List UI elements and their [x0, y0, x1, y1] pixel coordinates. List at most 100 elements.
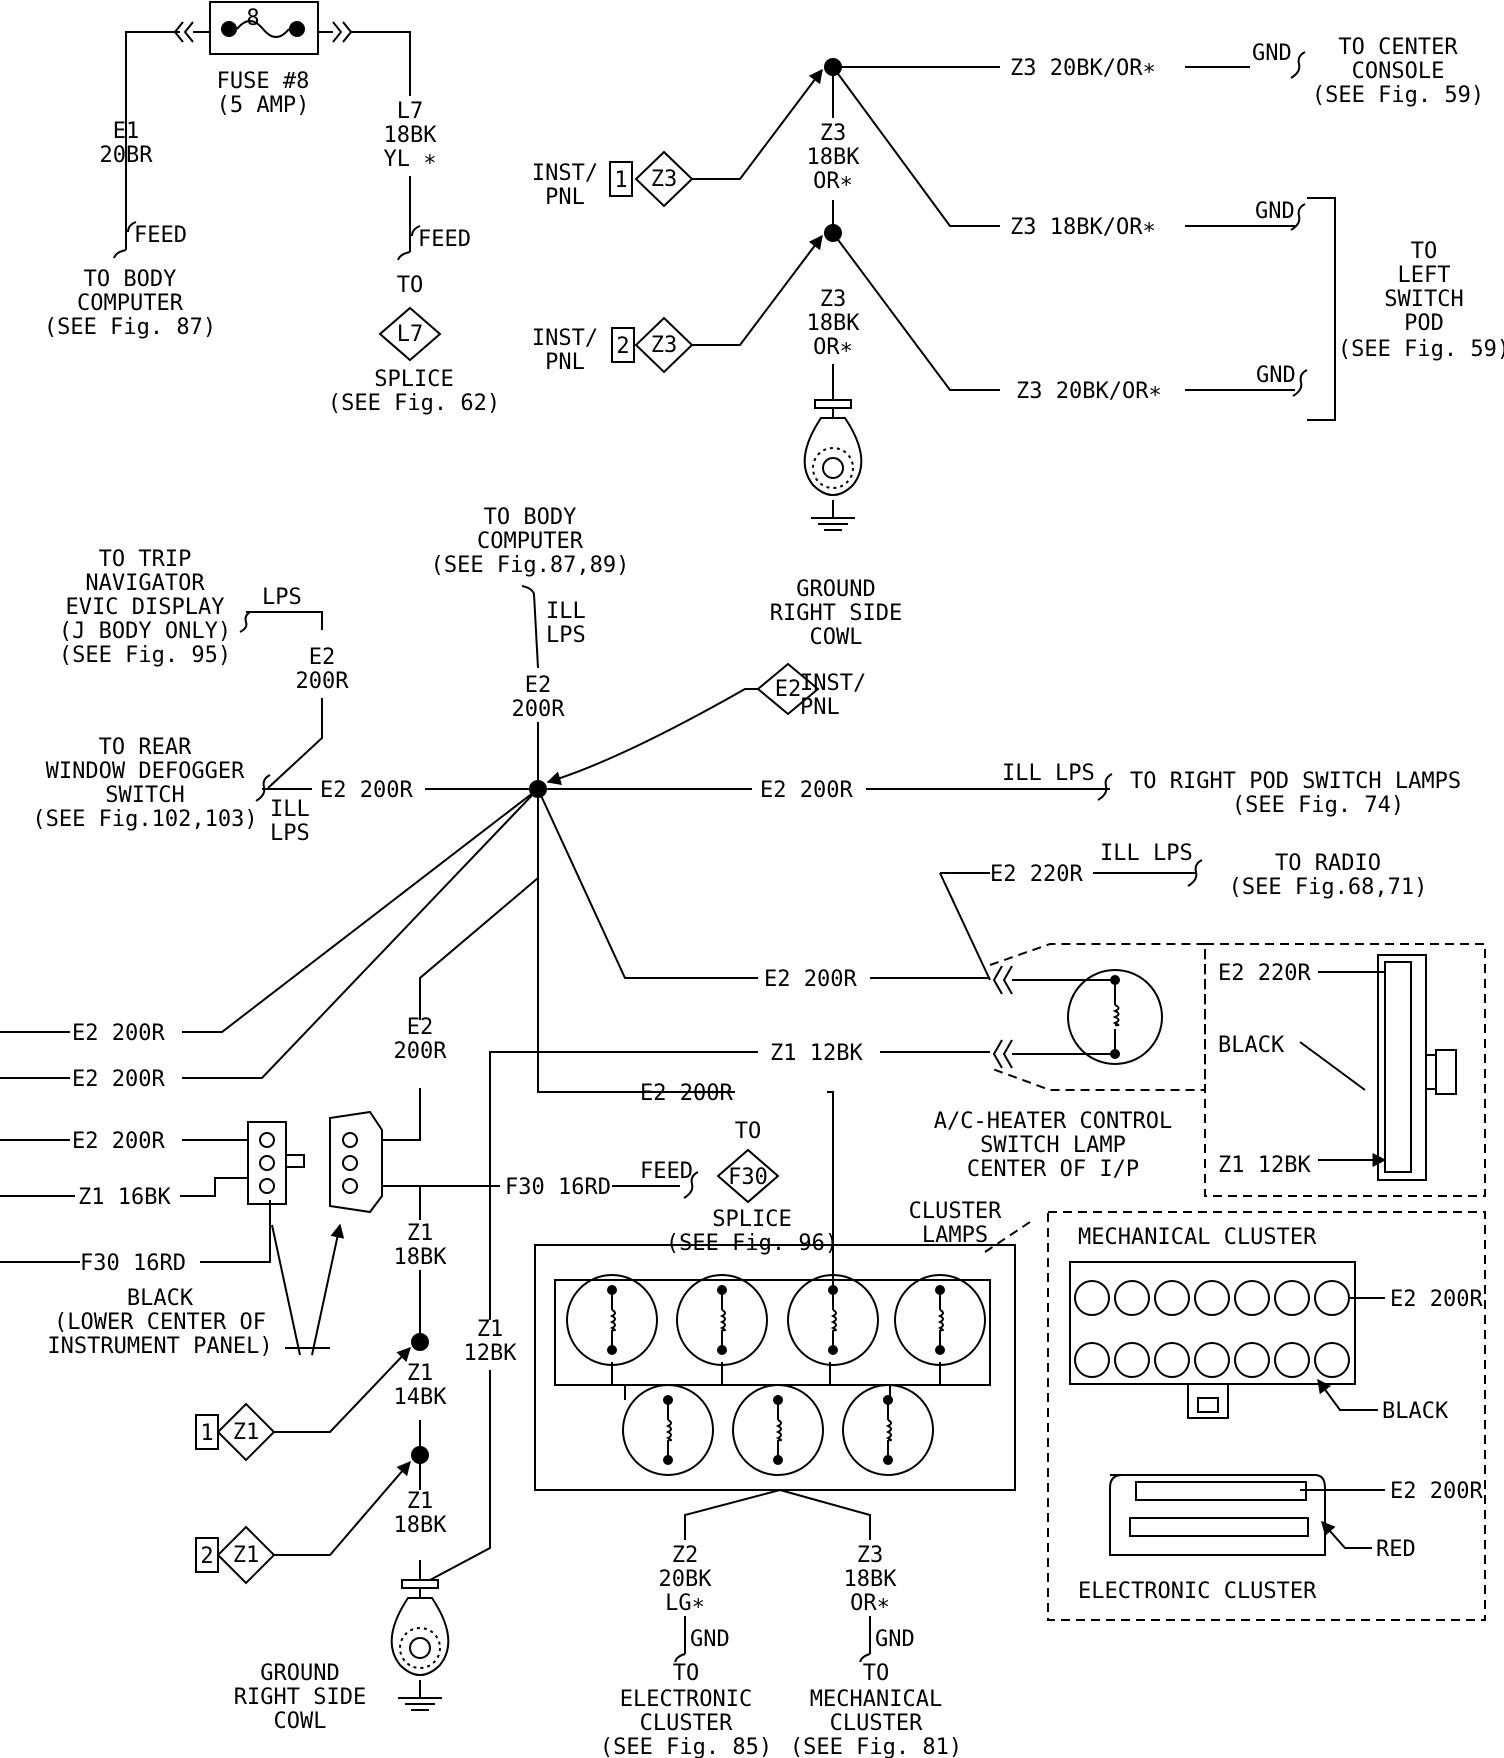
trip-nav-4: (J BODY ONLY) [59, 619, 231, 644]
splice-l7 [378, 306, 442, 362]
inst-pnl-1a: INST/ [532, 161, 598, 186]
body-computer2-2: COMPUTER [477, 529, 584, 554]
wire-e1 [125, 31, 180, 220]
ac-caption-2: SWITCH LAMP [980, 1133, 1126, 1158]
radio-2: (SEE Fig.68,71) [1229, 875, 1428, 900]
z3-cluster-2: 18BK [844, 1567, 898, 1592]
z1-18bk-2: 18BK [394, 1245, 448, 1270]
fuse-number: 8 [246, 6, 259, 31]
gnd-label-1: GND [1252, 41, 1292, 66]
center-console-3: (SEE Fig. 59) [1312, 83, 1484, 108]
electronic-cluster-2: CLUSTER [640, 1711, 733, 1736]
radio-1: TO RADIO [1275, 851, 1381, 876]
e2-trip-1: E2 [309, 645, 336, 670]
ac-connector [1377, 954, 1457, 1181]
electronic-cluster-title: ELECTRONIC CLUSTER [1078, 1579, 1317, 1604]
conn-z1-2-pin: 2 [200, 1544, 213, 1569]
e2-lower-2: 200R [394, 1039, 448, 1064]
ill-lps-defog-2: LPS [270, 821, 310, 846]
conn-z3-2-pin: 2 [616, 334, 629, 359]
body-computer2-3: (SEE Fig.87,89) [431, 553, 630, 578]
wire-l7 [351, 31, 411, 96]
cluster-lamps-label-1: CLUSTER [909, 1199, 1002, 1224]
ground-top-1: GROUND [796, 577, 875, 602]
black-label-3: INSTRUMENT PANEL) [47, 1334, 272, 1359]
trip-nav-5: (SEE Fig. 95) [59, 643, 231, 668]
splice-f30-2: (SEE Fig. 96) [666, 1231, 838, 1256]
z1-14bk-2: 14BK [394, 1385, 448, 1410]
splice-node-z1-a [411, 1333, 429, 1351]
splice-see: (SEE Fig. 62) [328, 391, 500, 416]
z3-cluster-1: Z3 [857, 1543, 884, 1568]
inst-pnl-e2-2: PNL [800, 695, 840, 720]
inst-pnl-e2-1: INST/ [800, 671, 866, 696]
ill-lps-rightpod: ILL LPS [1002, 761, 1095, 786]
gnd-label-2: GND [1255, 199, 1295, 224]
e2-220r-radio: E2 220R [990, 862, 1083, 887]
gnd-mechanical: GND [875, 1627, 915, 1652]
z1-18bk-1: Z1 [407, 1221, 434, 1246]
inst-pnl-2b: PNL [545, 350, 585, 375]
z1-18bk-b-1: Z1 [407, 1489, 434, 1514]
electronic-cluster-connector [1109, 1474, 1326, 1556]
cluster-connectors-box [1047, 1211, 1486, 1621]
f30-to: TO [735, 1119, 762, 1144]
cluster-bulbs [566, 1274, 986, 1476]
z2-1: Z2 [672, 1543, 699, 1568]
electronic-red-label: RED [1376, 1537, 1416, 1562]
mechanical-cluster-connector [1069, 1261, 1356, 1419]
wire-z3-2-color: OR∗ [813, 335, 853, 360]
body-computer2-1: TO BODY [484, 505, 577, 530]
wire-z3-2-gauge: 18BK [807, 311, 861, 336]
rear-defogger-2: WINDOW DEFOGGER [46, 759, 245, 784]
right-pod-label: TO RIGHT POD SWITCH LAMPS [1130, 769, 1461, 794]
ill-lps-mid-2: LPS [546, 623, 586, 648]
conn-z3-1-pin: 1 [614, 168, 627, 193]
e2-trip-2: 200R [296, 669, 350, 694]
mechanical-e2-label: E2 200R [1390, 1287, 1483, 1312]
z3-top-label: Z3 20BK/OR∗ [1010, 56, 1156, 81]
ground-lamp-bottom [390, 1579, 450, 1711]
splice-f30-code: F30 [728, 1165, 768, 1190]
conn-z1-2 [216, 1525, 276, 1585]
e2-rightpod-label: E2 200R [760, 778, 853, 803]
wire-z3-1-circuit: Z3 [820, 121, 847, 146]
to-body-computer-1: TO BODY [84, 267, 177, 292]
gnd-label-3: GND [1256, 363, 1296, 388]
black-connector-female [329, 1110, 383, 1214]
trip-nav-2: NAVIGATOR [85, 571, 205, 596]
trip-nav-3: EVIC DISPLAY [66, 595, 225, 620]
ac-wire-z1: Z1 12BK [770, 1041, 863, 1066]
cluster-lamps-box [534, 1244, 1016, 1491]
z1-18bk-b-2: 18BK [394, 1513, 448, 1538]
e2-defog-label: E2 200R [320, 778, 413, 803]
mechanical-cluster-1: MECHANICAL [810, 1687, 942, 1712]
e2-hub-2: 200R [512, 697, 566, 722]
conn-z3-1-code: Z3 [651, 167, 678, 192]
left-edge-3: E2 200R [72, 1129, 165, 1154]
ill-lps-mid-1: ILL [546, 599, 586, 624]
ill-lps-radio: ILL LPS [1100, 841, 1193, 866]
z3-mid-label: Z3 18BK/OR∗ [1010, 215, 1156, 240]
mechanical-cluster-3: (SEE Fig. 81) [790, 1735, 962, 1758]
conn-z1-1-code: Z1 [233, 1420, 260, 1445]
conn-z3-2 [634, 316, 694, 374]
ground-top-2: RIGHT SIDE [770, 601, 902, 626]
inst-pnl-2a: INST/ [532, 326, 598, 351]
ground-top-3: COWL [810, 625, 863, 650]
left-pod-3: SWITCH [1384, 287, 1463, 312]
z2-3: LG∗ [665, 1591, 705, 1616]
splice-l7-code: L7 [397, 322, 424, 347]
z3-cluster-3: OR∗ [850, 1591, 890, 1616]
f30-feed: FEED [640, 1159, 693, 1184]
to-body-computer-2: COMPUTER [77, 291, 184, 316]
z2-2: 20BK [659, 1567, 713, 1592]
lps-label: LPS [262, 585, 302, 610]
left-edge-2: E2 200R [72, 1067, 165, 1092]
splice-label: SPLICE [374, 367, 453, 392]
z1-12bk-1: Z1 [477, 1317, 504, 1342]
ac-caption-3: CENTER OF I/P [967, 1157, 1139, 1182]
ac-connector-black: BLACK [1218, 1033, 1285, 1058]
rear-defogger-3: SWITCH [105, 783, 184, 808]
